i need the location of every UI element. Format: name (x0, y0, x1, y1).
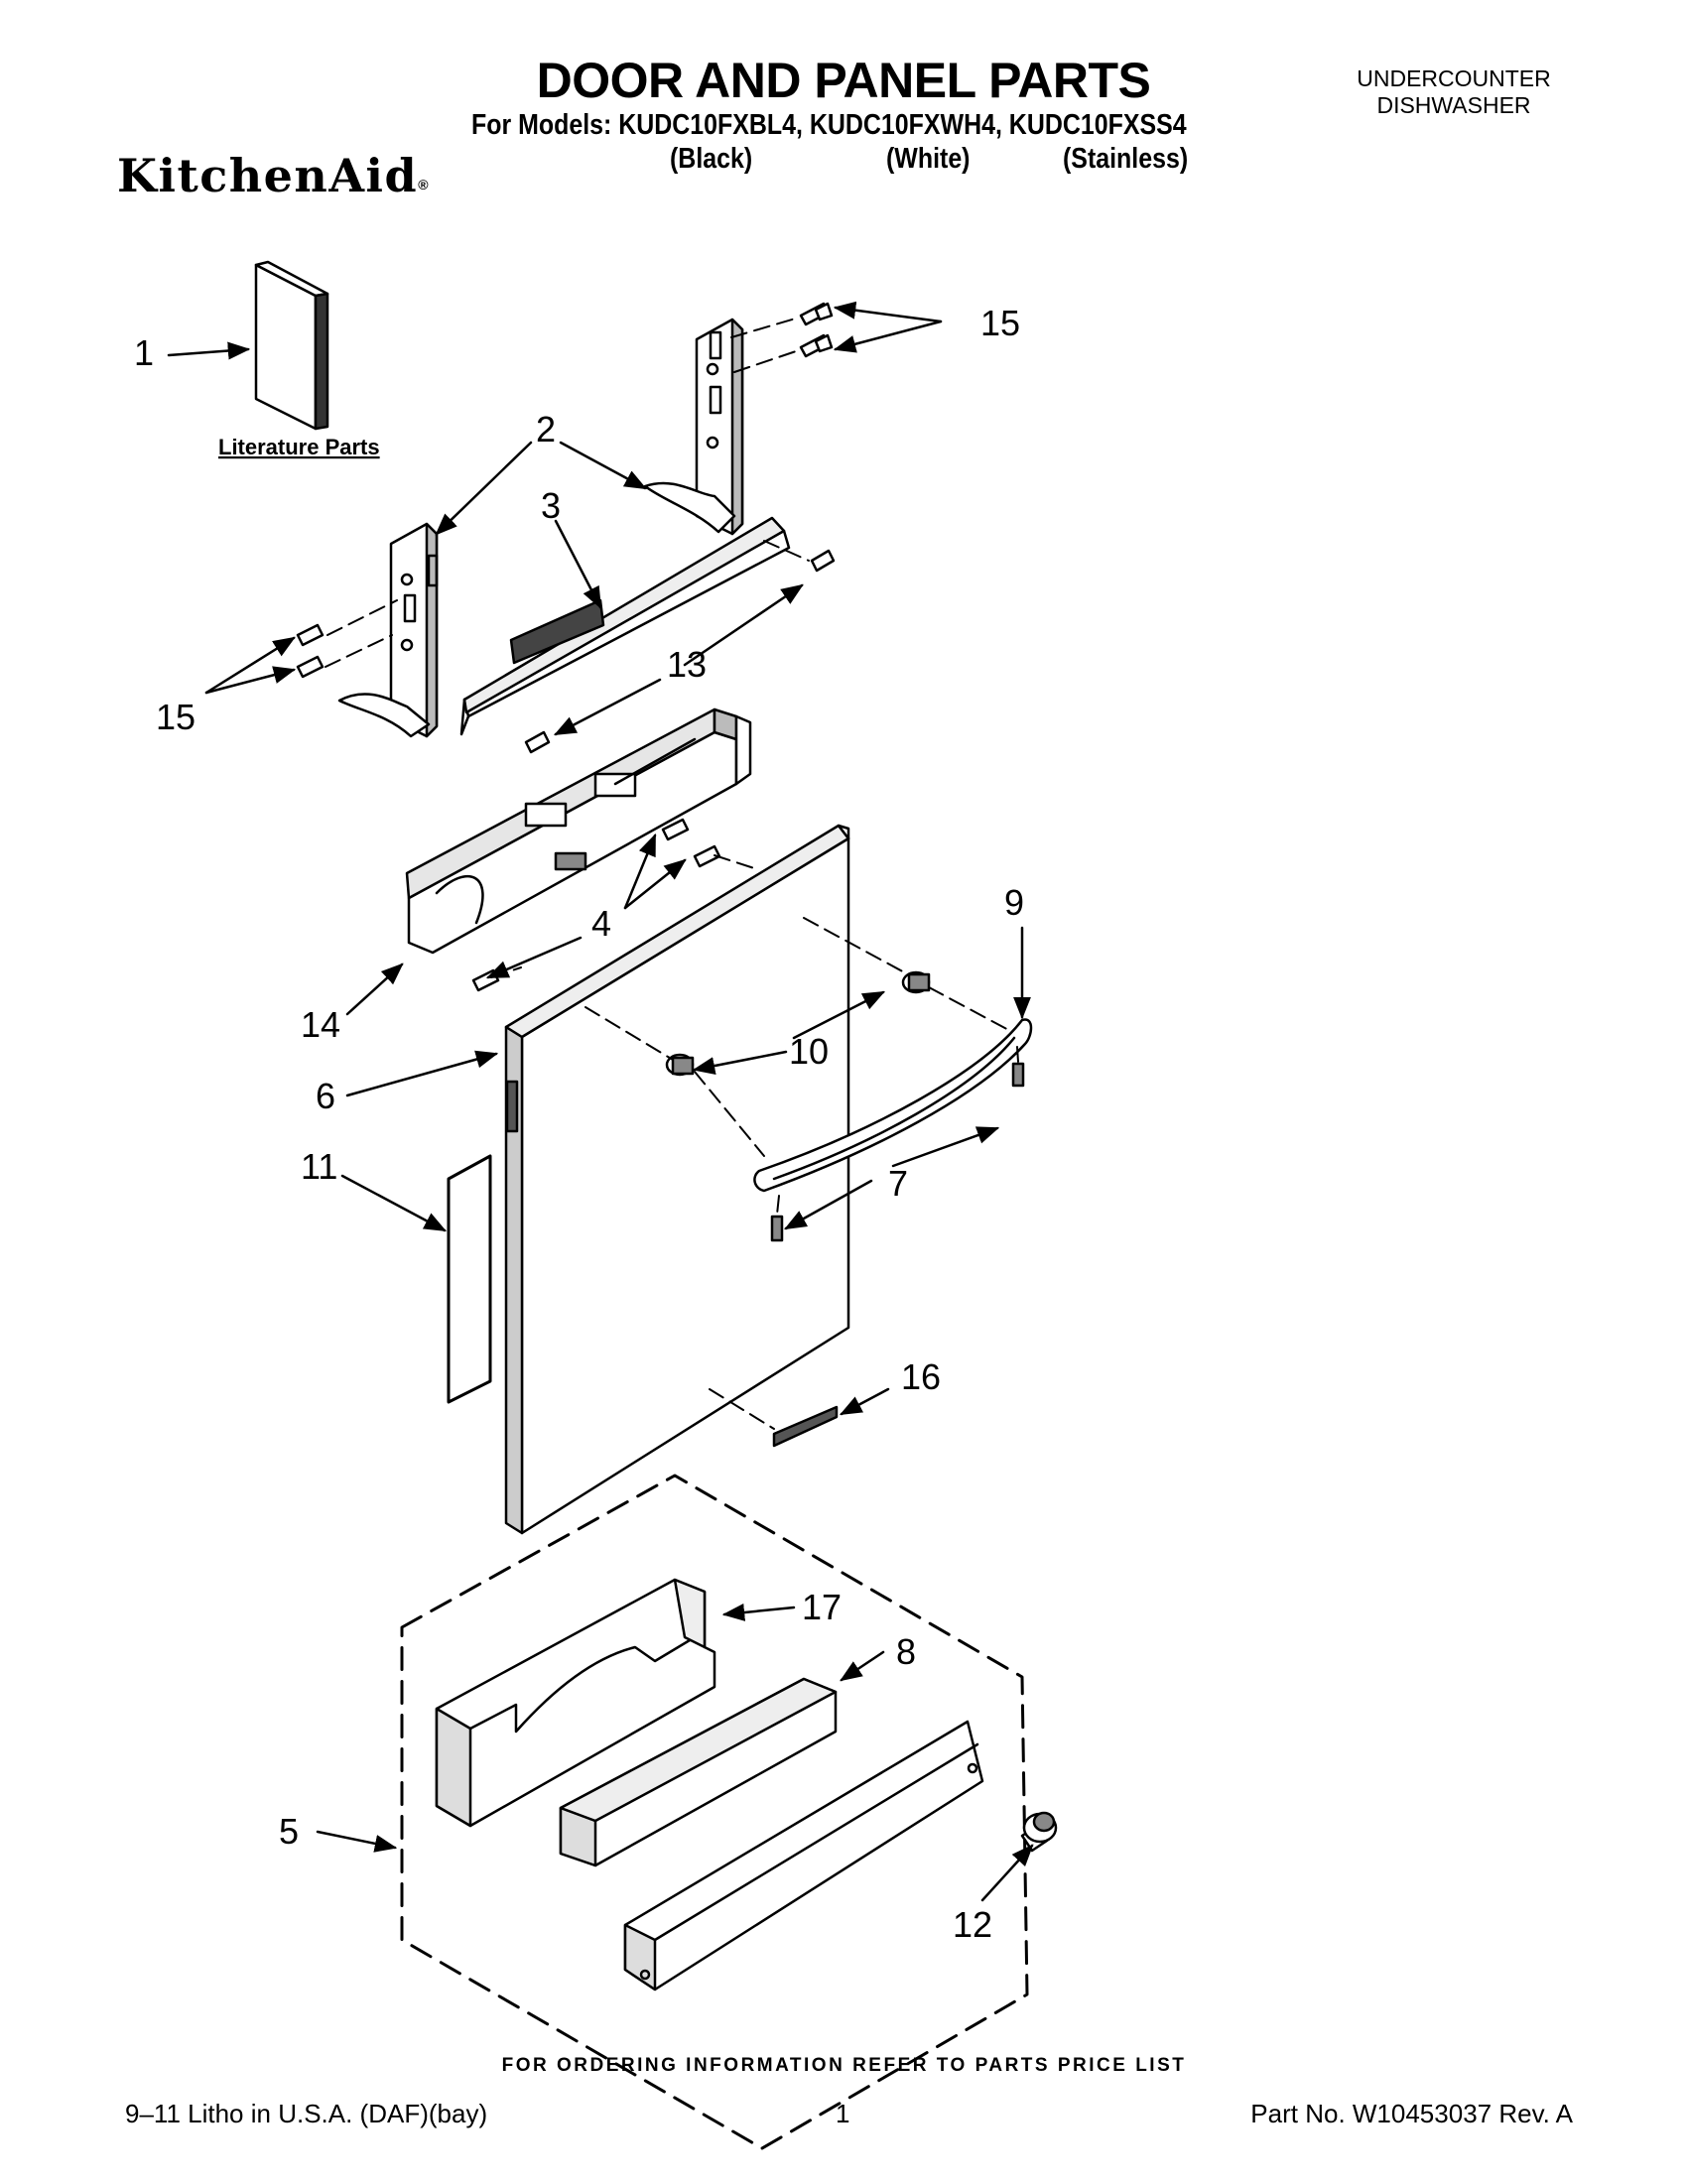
callout-5: 5 (279, 1811, 299, 1852)
models-line: For Models: KUDC10FXBL4, KUDC10FXWH4, KU… (471, 109, 1187, 141)
callout-16: 16 (901, 1356, 941, 1397)
electronic-control-module (405, 707, 752, 955)
outer-door-panel (504, 824, 850, 1535)
foam-packing-insert (435, 1578, 716, 1828)
variant-stainless-label: (Stainless) (1063, 143, 1189, 175)
handle-screw-left (770, 1215, 784, 1242)
alignment-lines (325, 317, 1019, 1430)
control-panel-backing (459, 516, 791, 736)
callout-8: 8 (896, 1631, 916, 1672)
variant-black-label: (Black) (670, 143, 753, 175)
page-title: DOOR AND PANEL PARTS (536, 53, 1151, 108)
part-number: Part No. W10453037 Rev. A (1250, 2099, 1573, 2128)
callout-2: 2 (536, 409, 556, 450)
handle-spacer-upper (901, 970, 931, 994)
ordering-information-note: FOR ORDERING INFORMATION REFER TO PARTS … (501, 2055, 1187, 2076)
product-category: UNDERCOUNTER DISHWASHER (1320, 65, 1588, 119)
handle-spacer-lower (665, 1053, 695, 1077)
callout-10: 10 (789, 1031, 829, 1072)
foam-block (559, 1677, 838, 1867)
callout-7: 7 (888, 1163, 908, 1204)
page-number: 1 (836, 2099, 850, 2128)
brand-logo: KitchenAid® (117, 149, 429, 202)
callout-15-upper: 15 (980, 303, 1020, 343)
category-line-2: DISHWASHER (1376, 92, 1531, 118)
callout-4: 4 (591, 903, 611, 944)
callout-leaders (167, 301, 1034, 1902)
callout-9: 9 (1004, 882, 1024, 923)
handle-screw-right (1011, 1062, 1025, 1088)
callout-6: 6 (316, 1076, 335, 1116)
literature-parts-label: Literature Parts (218, 435, 380, 459)
variant-white-label: (White) (886, 143, 971, 175)
callout-15-lower: 15 (156, 697, 195, 737)
door-handle (753, 1018, 1033, 1193)
lower-left-mounting-bracket (337, 522, 439, 738)
registered-mark: ® (418, 177, 429, 193)
callout-11: 11 (301, 1146, 337, 1187)
callout-1: 1 (134, 332, 154, 373)
upper-right-mounting-bracket (643, 318, 744, 536)
toe-panel-screw-knob (1022, 1811, 1058, 1844)
toe-kick-panel (623, 1720, 984, 1991)
literature-booklet-part (254, 260, 329, 431)
door-side-trim-strip (447, 1154, 492, 1404)
callout-12: 12 (953, 1904, 992, 1945)
callout-13: 13 (667, 644, 707, 685)
callout-3: 3 (541, 485, 561, 526)
category-line-1: UNDERCOUNTER (1357, 65, 1551, 91)
logo-badge (772, 1405, 839, 1448)
brand-name: KitchenAid (117, 149, 419, 202)
litho-info: 9–11 Litho in U.S.A. (DAF)(bay) (125, 2099, 488, 2128)
callout-14: 14 (301, 1004, 340, 1045)
toe-panel-kit-outline (400, 1474, 1029, 2150)
callout-17: 17 (802, 1587, 842, 1627)
